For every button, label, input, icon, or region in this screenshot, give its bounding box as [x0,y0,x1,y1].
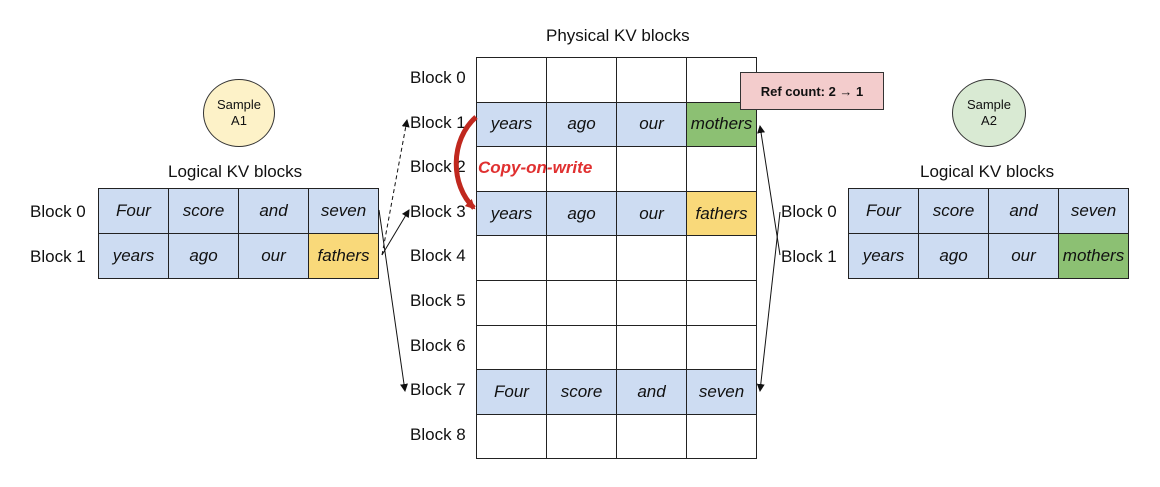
sample_a2-cell: Four [848,188,919,234]
sample_a1-cell: years [98,233,169,279]
physical-row-label: Block 0 [410,68,466,87]
physical-row-label: Block 8 [410,424,466,444]
physical-cell: seven [686,369,757,415]
a2-logical-title: Logical KV blocks [920,162,1055,181]
physical-cell [686,324,757,371]
physical-row-label: Block 6 [410,335,466,355]
arrow-a1-b0-to-p7 [378,209,408,392]
copy-on-write-arrow [453,115,478,210]
a1-logical-title: Logical KV blocks [168,162,303,181]
physical-cell: score [546,369,617,415]
sample-a2-circle: Sample A2 [952,79,1026,147]
sample_a2-cell: our [988,233,1059,279]
physical-cell [476,280,547,326]
physical-row-label: Block 5 [410,291,466,310]
sample_a2-cell: seven [1058,188,1129,234]
physical-cell: mothers [686,101,757,148]
sample-a1-circle: Sample A1 [203,79,275,147]
physical-row-label: Block 4 [410,246,466,266]
arrow-a2-b1-to-p1 [757,125,781,256]
sample-a1-line2: A1 [231,113,247,128]
sample_a2-row-label: Block 1 [781,247,837,266]
sample_a2-cell: score [918,188,989,234]
physical-row-label: Block 7 [410,380,466,400]
physical-cell [616,280,687,326]
ref-count-box: Ref count: 2 → 1 [740,72,884,110]
physical-cell [616,235,687,281]
physical-cell [616,57,687,103]
sample_a1-cell: ago [168,233,239,279]
sample_a1-row-label: Block 0 [30,202,86,221]
physical-row-label: Block 1 [410,112,466,132]
sample_a1-row-label: Block 1 [30,247,86,266]
physical-cell [476,57,547,103]
physical-cell: years [476,190,547,237]
arrow-a1-b1-to-p1-dashed [381,119,410,256]
sample_a1-cell: our [238,233,309,279]
sample_a2-cell: mothers [1058,233,1129,279]
physical-row-label: Block 3 [410,201,466,221]
physical-title: Physical KV blocks [546,26,690,45]
sample_a1-cell: seven [308,188,379,234]
physical-cell: ago [546,101,617,148]
physical-row-label: Block 2 [410,157,466,177]
sample_a1-cell: fathers [308,233,379,279]
copy-on-write-label: Copy-on-write [478,158,593,177]
arrow-a2-b0-to-p7 [756,211,781,392]
physical-cell [476,413,547,460]
physical-cell [686,413,757,460]
sample_a2-row-label: Block 0 [781,202,837,221]
physical-cell [476,146,547,192]
sample-a2-line2: A2 [981,113,997,128]
sample_a1-cell: and [238,188,309,234]
sample_a2-cell: years [848,233,919,279]
physical-cell: our [616,190,687,237]
sample-a2-line1: Sample [966,97,1012,112]
arrow-a1-b1-to-p3 [381,209,410,256]
sample-a1-line1: Sample [216,97,262,112]
sample_a1-cell: Four [98,188,169,234]
